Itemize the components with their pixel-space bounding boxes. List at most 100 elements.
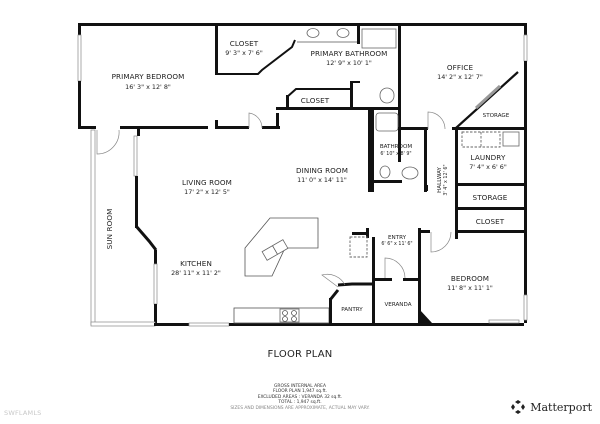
wall [78, 23, 81, 35]
svg-text:PRIMARY BEDROOM: PRIMARY BEDROOM [112, 72, 185, 81]
burner [291, 316, 297, 322]
door [248, 112, 263, 129]
svg-text:6' 10" x 8' 9": 6' 10" x 8' 9" [380, 151, 411, 157]
wall [420, 230, 430, 233]
svg-text:ENTRY: ENTRY [388, 235, 407, 241]
washer-dryer-icon [461, 131, 501, 148]
wall [452, 127, 526, 130]
window [153, 263, 158, 305]
wall [403, 278, 419, 281]
wall [455, 207, 527, 210]
room-label-laundry: LAUNDRY 7' 4" x 6' 6" [469, 153, 507, 171]
svg-text:CLOSET: CLOSET [301, 96, 330, 105]
svg-text:CLOSET: CLOSET [230, 39, 259, 48]
window [188, 322, 230, 327]
svg-text:BEDROOM: BEDROOM [451, 274, 489, 283]
burner [282, 310, 288, 316]
svg-text:12' 9" x 10' 1": 12' 9" x 10' 1" [326, 59, 372, 67]
window [488, 319, 520, 324]
area-total: TOTAL : 1,947 sq.ft. [278, 400, 322, 406]
sink-icon [336, 28, 350, 38]
svg-text:11' 0" x 14' 11": 11' 0" x 14' 11" [297, 176, 347, 184]
bathtub-icon [375, 112, 399, 132]
wall [425, 185, 428, 191]
wall [286, 95, 289, 109]
room-label-closet-bedroom: CLOSET [476, 217, 505, 226]
sink-icon [306, 28, 320, 38]
plan-title: FLOOR PLAN [267, 349, 333, 360]
sink-divider [272, 245, 278, 255]
wall [455, 71, 519, 129]
matterport-icon [511, 400, 526, 414]
window [90, 129, 96, 326]
svg-text:28' 11" x 11' 2": 28' 11" x 11' 2" [171, 269, 221, 277]
door [96, 129, 120, 155]
wall [368, 180, 402, 183]
room-label-hallway: HALLWAY 3' 4" x 12' 6" [437, 164, 449, 195]
wall [350, 81, 360, 83]
room-label-closet-hall: CLOSET [301, 96, 330, 105]
wall [350, 81, 353, 109]
wall [524, 23, 527, 35]
wall [372, 278, 392, 281]
svg-text:BATHROOM: BATHROOM [380, 144, 413, 150]
svg-text:PRIMARY BATHROOM: PRIMARY BATHROOM [311, 49, 388, 58]
svg-text:LAUNDRY: LAUNDRY [471, 153, 506, 162]
wall [276, 107, 400, 110]
brand-name: Matterport [530, 400, 592, 414]
wall [286, 88, 350, 98]
room-label-storage-laundry: STORAGE [473, 193, 508, 202]
window [77, 34, 82, 82]
svg-text:7' 4" x 6' 6": 7' 4" x 6' 6" [469, 163, 507, 171]
wall [398, 26, 401, 162]
wall [154, 250, 157, 264]
wall [455, 230, 527, 233]
shower-icon [361, 28, 397, 49]
room-label-dining-room: DINING ROOM 11' 0" x 14' 11" [296, 166, 348, 184]
utility-sink-icon [502, 131, 520, 147]
door [430, 231, 452, 253]
room-label-primary-bedroom: PRIMARY BEDROOM 16' 3" x 12' 8" [112, 72, 185, 91]
svg-text:3' 4" x 12' 6": 3' 4" x 12' 6" [443, 164, 449, 195]
wall [78, 126, 96, 129]
wall [352, 232, 368, 235]
svg-text:KITCHEN: KITCHEN [180, 259, 212, 268]
room-label-closet-primary: CLOSET 9' 3" x 7' 6" [225, 39, 263, 57]
wall [276, 113, 279, 129]
svg-text:OFFICE: OFFICE [447, 63, 474, 72]
room-label-sun-room: SUN ROOM [105, 209, 114, 250]
svg-text:CLOSET: CLOSET [476, 217, 505, 226]
svg-text:9' 3" x 7' 6": 9' 3" x 7' 6" [225, 49, 263, 57]
wall [135, 176, 138, 228]
matterport-logo: Matterport [510, 399, 592, 415]
svg-text:17' 2" x 12' 5": 17' 2" x 12' 5" [184, 188, 230, 196]
wall-right [524, 61, 527, 323]
window [523, 34, 528, 62]
area-summary: GROSS INTERNAL AREA FLOOR PLAN 1,947 sq.… [0, 384, 600, 411]
wall [154, 323, 189, 326]
toilet-icon [379, 165, 391, 179]
svg-text:HALLWAY: HALLWAY [437, 167, 443, 193]
svg-text:SUN ROOM: SUN ROOM [105, 209, 114, 250]
svg-text:STORAGE: STORAGE [473, 193, 508, 202]
svg-text:6' 6" x 11' 6": 6' 6" x 11' 6" [381, 241, 412, 247]
svg-text:VERANDA: VERANDA [384, 302, 411, 308]
floor-plan-drawing: PRIMARY BEDROOM 16' 3" x 12' 8" CLOSET 9… [77, 23, 528, 327]
sink-icon [401, 166, 419, 180]
area-disclaimer: SIZES AND DIMENSIONS ARE APPROXIMATE, AC… [230, 405, 370, 411]
svg-text:STORAGE: STORAGE [483, 113, 510, 119]
storage-door [474, 84, 502, 110]
room-label-storage-office: STORAGE [483, 113, 510, 119]
stove-icon [279, 308, 300, 323]
svg-text:14' 2" x 12' 7": 14' 2" x 12' 7" [437, 73, 483, 81]
room-label-entry: ENTRY 6' 6" x 11' 6" [381, 235, 412, 247]
wall [398, 127, 428, 130]
room-label-bathroom: BATHROOM 6' 10" x 8' 9" [380, 144, 413, 157]
svg-text:PANTRY: PANTRY [341, 307, 363, 313]
wall-corner [420, 310, 432, 323]
room-label-bedroom: BEDROOM 11' 8" x 11' 1" [447, 274, 493, 292]
room-label-veranda: VERANDA [384, 302, 411, 308]
svg-text:16' 3" x 12' 8": 16' 3" x 12' 8" [125, 83, 171, 91]
wall-bottom [229, 323, 524, 326]
svg-text:DINING ROOM: DINING ROOM [296, 166, 348, 175]
